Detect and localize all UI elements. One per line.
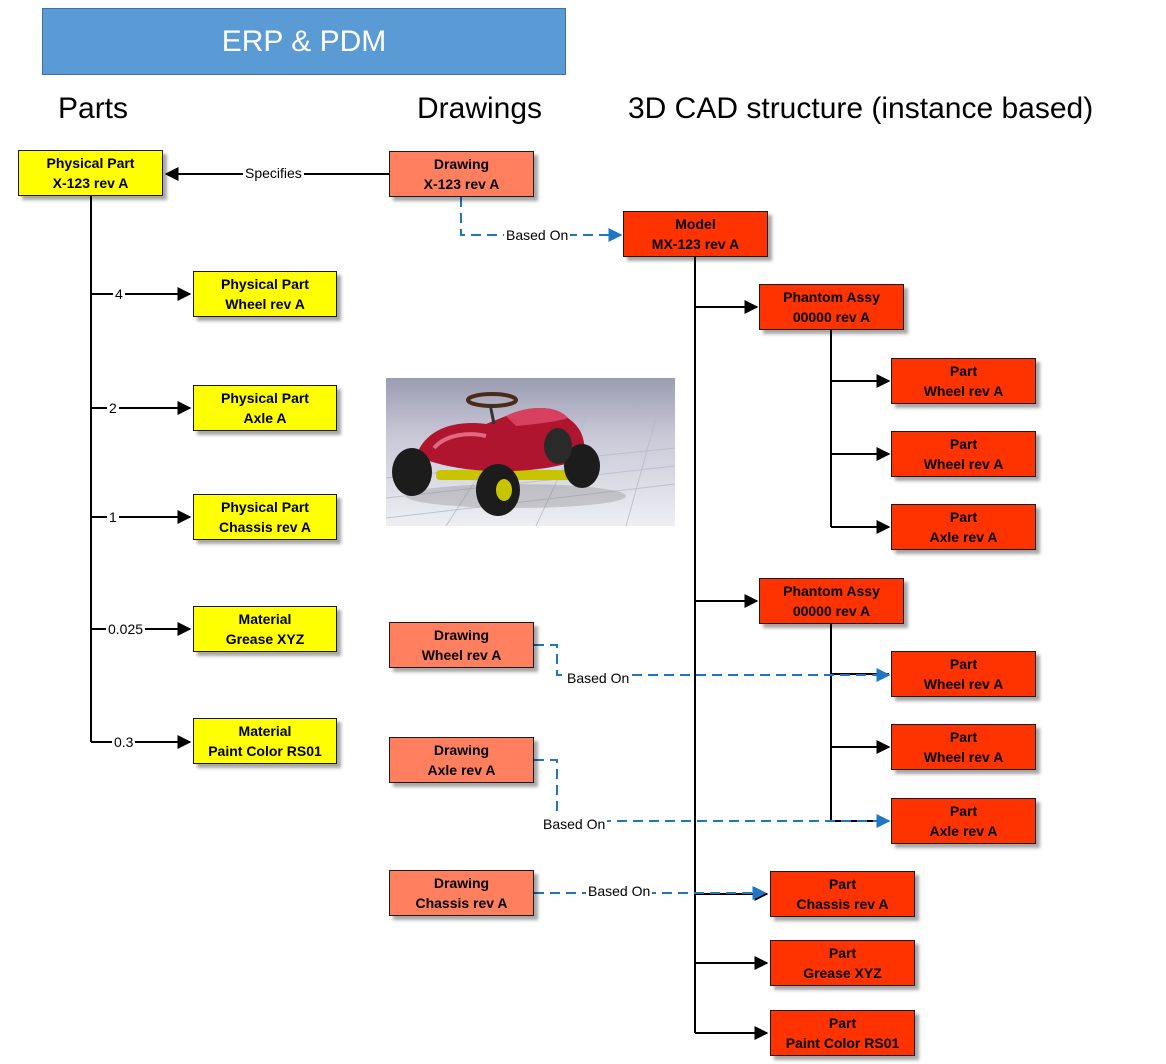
- cad-p1-wheel1-box[interactable]: Part Wheel rev A: [891, 358, 1036, 404]
- parts-bom-lines: [90, 196, 192, 749]
- part-grease-line1: Material: [238, 611, 292, 627]
- part-root-box[interactable]: Physical Part X-123 rev A: [18, 150, 163, 196]
- cad-phantom1-box[interactable]: Phantom Assy 00000 rev A: [759, 284, 904, 330]
- drawing-main-line1: Drawing: [433, 156, 490, 172]
- cad-p2-wheel2-box[interactable]: Part Wheel rev A: [891, 724, 1036, 770]
- cad-phantom2-box[interactable]: Phantom Assy 00000 rev A: [759, 578, 904, 624]
- part-chassis-line2: Chassis rev A: [218, 519, 312, 535]
- cad-p2-axle-line2: Axle rev A: [929, 823, 998, 839]
- part-wheel-box[interactable]: Physical Part Wheel rev A: [193, 271, 337, 317]
- cad-chassis-line1: Part: [828, 876, 857, 892]
- drawing-axle-box[interactable]: Drawing Axle rev A: [389, 737, 534, 783]
- cad-p2-wheel2-line2: Wheel rev A: [923, 749, 1004, 765]
- cad-paint-line2: Paint Color RS01: [785, 1035, 900, 1051]
- qty-chassis-label: 1: [107, 509, 119, 525]
- part-paint-line2: Paint Color RS01: [208, 743, 322, 759]
- part-paint-box[interactable]: Material Paint Color RS01: [193, 718, 337, 764]
- part-grease-line2: Grease XYZ: [225, 631, 305, 647]
- cad-chassis-line2: Chassis rev A: [796, 896, 889, 912]
- cad-phantom2-line2: 00000 rev A: [792, 603, 871, 619]
- cad-phantom1-line1: Phantom Assy: [783, 289, 880, 305]
- qty-grease-label: 0.025: [106, 621, 146, 637]
- cad-paint-box[interactable]: Part Paint Color RS01: [770, 1010, 915, 1056]
- drawing-main-line2: X-123 rev A: [423, 176, 500, 192]
- drawing-chassis-line1: Drawing: [433, 875, 490, 891]
- specifies-label: Specifies: [243, 165, 304, 181]
- drawing-wheel-line2: Wheel rev A: [421, 647, 502, 663]
- drawing-wheel-line1: Drawing: [433, 627, 490, 643]
- cad-p1-wheel1-line1: Part: [949, 363, 978, 379]
- cad-paint-line1: Part: [828, 1015, 857, 1031]
- cad-model-line2: MX-123 rev A: [651, 236, 740, 252]
- cad-phantom1-line2: 00000 rev A: [792, 309, 871, 325]
- part-root-line2: X-123 rev A: [52, 175, 129, 191]
- cad-phantom2-line1: Phantom Assy: [783, 583, 880, 599]
- cad-p1-axle-line1: Part: [949, 509, 978, 525]
- cad-structure-lines: [694, 257, 891, 1040]
- cad-p2-axle-box[interactable]: Part Axle rev A: [891, 798, 1036, 844]
- cad-heading: 3D CAD structure (instance based): [628, 92, 1094, 125]
- qty-paint-label: 0.3: [112, 734, 136, 750]
- based-on-label-main: Based On: [504, 227, 571, 243]
- drawing-chassis-line2: Chassis rev A: [415, 895, 508, 911]
- drawing-wheel-box[interactable]: Drawing Wheel rev A: [389, 622, 534, 668]
- part-axle-line1: Physical Part: [221, 390, 309, 406]
- drawing-axle-line2: Axle rev A: [427, 762, 496, 778]
- cad-model-line1: Model: [675, 216, 716, 232]
- car-model-image: [386, 378, 675, 526]
- title-banner: ERP & PDM: [42, 8, 566, 75]
- cad-p2-wheel2-line1: Part: [949, 729, 978, 745]
- cad-p1-axle-line2: Axle rev A: [929, 529, 998, 545]
- part-axle-box[interactable]: Physical Part Axle A: [193, 385, 337, 431]
- cad-p1-wheel2-line1: Part: [949, 436, 978, 452]
- cad-p1-axle-box[interactable]: Part Axle rev A: [891, 504, 1036, 550]
- part-wheel-line2: Wheel rev A: [225, 296, 305, 312]
- drawing-chassis-box[interactable]: Drawing Chassis rev A: [389, 870, 534, 916]
- cad-chassis-box[interactable]: Part Chassis rev A: [770, 871, 915, 917]
- cad-p1-wheel1-line2: Wheel rev A: [923, 383, 1004, 399]
- title-text: ERP & PDM: [221, 24, 387, 58]
- part-grease-box[interactable]: Material Grease XYZ: [193, 606, 337, 652]
- cad-p2-wheel1-line2: Wheel rev A: [923, 676, 1004, 692]
- car-render-graphic: [386, 392, 675, 526]
- part-chassis-line1: Physical Part: [221, 499, 309, 515]
- part-root-line1: Physical Part: [46, 155, 135, 171]
- drawing-main-box[interactable]: Drawing X-123 rev A: [389, 151, 534, 197]
- cad-p1-wheel2-box[interactable]: Part Wheel rev A: [891, 431, 1036, 477]
- cad-p2-wheel1-line1: Part: [949, 656, 978, 672]
- cad-p2-wheel1-box[interactable]: Part Wheel rev A: [891, 651, 1036, 697]
- part-chassis-box[interactable]: Physical Part Chassis rev A: [193, 494, 337, 540]
- qty-wheel-label: 4: [113, 286, 125, 302]
- qty-axle-label: 2: [107, 400, 119, 416]
- part-axle-line2: Axle A: [243, 410, 287, 426]
- cad-grease-line2: Grease XYZ: [803, 965, 882, 981]
- parts-heading: Parts: [58, 92, 129, 125]
- based-on-label-wheel: Based On: [565, 670, 632, 686]
- cad-model-box[interactable]: Model MX-123 rev A: [623, 211, 768, 257]
- cad-p2-axle-line1: Part: [949, 803, 978, 819]
- based-on-label-chassis: Based On: [586, 883, 653, 899]
- cad-grease-box[interactable]: Part Grease XYZ: [770, 940, 915, 986]
- part-wheel-line1: Physical Part: [221, 276, 309, 292]
- drawings-heading: Drawings: [417, 92, 543, 125]
- based-on-label-axle: Based On: [541, 816, 608, 832]
- part-paint-line1: Material: [238, 723, 292, 739]
- cad-grease-line1: Part: [828, 945, 857, 961]
- drawing-axle-line1: Drawing: [433, 742, 490, 758]
- cad-p1-wheel2-line2: Wheel rev A: [923, 456, 1004, 472]
